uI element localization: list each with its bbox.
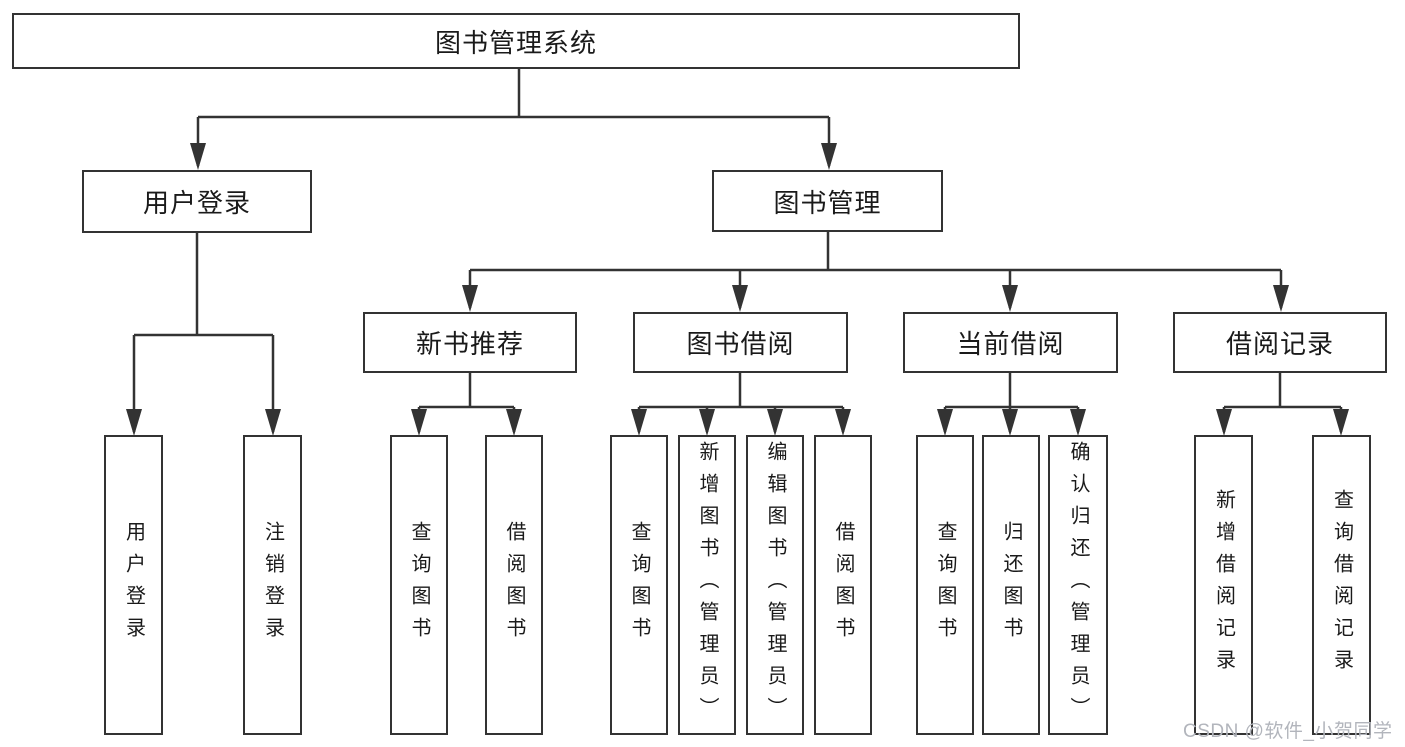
node-label: 新书推荐 [415, 329, 524, 359]
node-label: 用户登录 [142, 188, 251, 218]
watermark: CSDN @软件_小贺同学 [1183, 721, 1393, 742]
node-label: 归还图书 [1000, 521, 1022, 649]
node-borrowing-records: 借阅记录 [1173, 312, 1387, 373]
node-leaf-query-book-3: 查询图书 [916, 435, 974, 735]
node-label: 查询图书 [628, 521, 650, 649]
node-user-login: 用户登录 [82, 170, 312, 233]
node-label: 借阅记录 [1225, 329, 1334, 359]
node-label: 查询借阅记录 [1330, 489, 1353, 681]
node-leaf-add-borrow-record: 新增借阅记录 [1194, 435, 1253, 735]
node-leaf-user-login: 用户登录 [104, 435, 163, 735]
node-book-management: 图书管理 [712, 170, 943, 232]
node-label: 查询图书 [934, 521, 956, 649]
node-leaf-edit-book-admin: 编辑图书（管理员） [746, 435, 804, 735]
node-label: 图书借阅 [686, 329, 795, 359]
node-leaf-borrow-book-2: 借阅图书 [814, 435, 872, 735]
node-label: 借阅图书 [503, 521, 525, 649]
node-label: 借阅图书 [832, 521, 854, 649]
node-label: 查询图书 [408, 521, 430, 649]
node-book-borrowing: 图书借阅 [633, 312, 848, 373]
node-label: 当前借阅 [956, 329, 1065, 359]
node-leaf-query-book-2: 查询图书 [610, 435, 668, 735]
node-label: 编辑图书（管理员） [764, 441, 786, 729]
node-label: 注销登录 [261, 521, 284, 649]
node-root: 图书管理系统 [12, 13, 1020, 69]
node-leaf-logout: 注销登录 [243, 435, 302, 735]
arrowhead-icons [126, 143, 1349, 436]
node-current-borrowing: 当前借阅 [903, 312, 1118, 373]
node-leaf-borrow-book-1: 借阅图书 [485, 435, 543, 735]
node-label: 确认归还（管理员） [1067, 441, 1089, 729]
node-label: 新增图书（管理员） [696, 441, 718, 729]
node-leaf-query-borrow-record: 查询借阅记录 [1312, 435, 1371, 735]
node-leaf-query-book-1: 查询图书 [390, 435, 448, 735]
node-leaf-return-book: 归还图书 [982, 435, 1040, 735]
connector-segments [132, 69, 1343, 432]
node-label: 新增借阅记录 [1212, 489, 1235, 681]
node-new-book-recommend: 新书推荐 [363, 312, 577, 373]
node-label: 用户登录 [122, 521, 145, 649]
node-leaf-confirm-return-admin: 确认归还（管理员） [1048, 435, 1108, 735]
node-label: 图书管理系统 [434, 27, 597, 58]
node-leaf-add-book-admin: 新增图书（管理员） [678, 435, 736, 735]
node-label: 图书管理 [773, 187, 882, 218]
